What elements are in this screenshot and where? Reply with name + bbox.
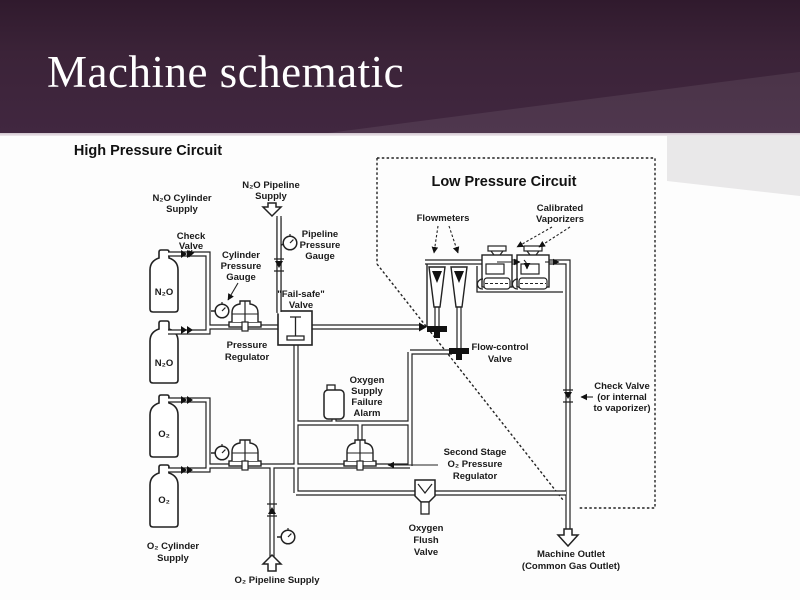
low-pressure-title: Low Pressure Circuit	[431, 174, 576, 190]
label-pipeline-pressure-gauge: Pipeline	[302, 229, 338, 240]
n2o-pipeline-pressure-gauge	[282, 233, 298, 251]
vaporizers-assembly	[476, 245, 563, 293]
check-valve-o2-cyl-1	[181, 396, 193, 404]
label-n2o-cylinder-supply-2: Supply	[166, 204, 198, 215]
label-oxygen-failure-alarm-2: Supply	[351, 386, 383, 397]
flowmeter-float-2	[454, 271, 464, 283]
check-valve-n2o-cyl-2	[181, 326, 193, 334]
check-valve-outlet	[563, 389, 573, 403]
o2-pipeline-supply-arrow	[261, 553, 283, 572]
second-stage-o2-regulator	[343, 439, 377, 471]
label-cylinder-pressure-gauge-2: Pressure	[221, 261, 262, 272]
label-calibrated-vaporizers: Calibrated	[537, 203, 584, 214]
label-second-stage-regulator: Second Stage	[444, 447, 507, 458]
label-fail-safe-valve: "Fail-safe"	[277, 289, 325, 300]
oxygen-flush-valve	[414, 479, 436, 515]
label-cylinder-pressure-gauge: Cylinder	[222, 250, 260, 261]
check-valve-n2o-pipeline	[274, 258, 284, 272]
label-n2o-pipeline-supply-2: Supply	[255, 191, 287, 202]
label-pressure-regulator-2: Regulator	[225, 352, 270, 363]
label-second-stage-regulator-2: O₂ Pressure	[448, 459, 503, 470]
label-n2o-pipeline-supply: N₂O Pipeline	[242, 180, 300, 191]
cylinder-label-n2o-1: N₂O	[155, 287, 173, 298]
n2o-inlet-arrow	[419, 322, 427, 332]
label-calibrated-vaporizers-2: Vaporizers	[536, 214, 584, 225]
machine-outlet-arrow	[556, 528, 580, 548]
n2o-pipeline-supply-arrow	[261, 202, 283, 218]
flow-control-valves	[419, 322, 469, 360]
cylinder-label-o2-1: O₂	[158, 429, 170, 440]
label-flow-control-valve-2: Valve	[488, 354, 512, 365]
check-valve-o2-cyl-2	[181, 466, 193, 474]
supply-outlet-arrows	[261, 202, 580, 572]
label-machine-outlet: Machine Outlet	[537, 549, 606, 560]
cylinder-label-n2o-2: N₂O	[155, 358, 173, 369]
label-cylinder-pressure-gauge-3: Gauge	[226, 272, 256, 283]
vaporizer-2	[511, 245, 550, 290]
label-oxygen-failure-alarm-4: Alarm	[354, 408, 381, 419]
slide-title: Machine schematic	[47, 47, 405, 97]
slide-header-band	[0, 0, 800, 133]
vaporizer-1	[476, 245, 513, 290]
label-check-valve-internal-3: to vaporizer)	[593, 403, 650, 414]
flowmeter-tube-1	[428, 266, 446, 308]
label-flowmeters: Flowmeters	[417, 213, 470, 224]
cylinder-label-o2-2: O₂	[158, 495, 170, 506]
o2-pressure-regulator	[228, 439, 262, 471]
n2o-pressure-regulator	[228, 300, 262, 332]
low-pressure-boundary	[376, 157, 656, 509]
label-pipeline-pressure-gauge-3: Gauge	[305, 251, 335, 262]
check-valve-o2-pipeline	[267, 503, 277, 517]
label-check-valve-internal: Check Valve	[594, 381, 649, 392]
label-flow-control-valve: Flow-control	[472, 342, 529, 353]
label-n2o-cylinder-supply: N₂O Cylinder	[152, 193, 211, 204]
label-machine-outlet-2: (Common Gas Outlet)	[522, 561, 620, 572]
label-second-stage-regulator-3: Regulator	[453, 471, 498, 482]
label-o2-cylinder-supply-2: Supply	[157, 553, 189, 564]
label-pressure-regulator: Pressure	[227, 340, 268, 351]
label-oxygen-flush-valve: Oxygen	[409, 523, 444, 534]
diagram-labels: High Pressure Circuit Low Pressure Circu…	[74, 143, 651, 586]
o2-cylinder-1	[149, 394, 179, 458]
label-oxygen-failure-alarm-3: Failure	[351, 397, 382, 408]
header-divider-line	[0, 133, 800, 136]
flowmeters-assembly	[419, 264, 469, 360]
label-check-valve-2: Valve	[179, 241, 203, 252]
flowmeter-float-1	[432, 271, 442, 283]
label-oxygen-failure-alarm: Oxygen	[350, 375, 385, 386]
o2-pipeline-pressure-gauge	[280, 527, 296, 545]
flowmeter-tube-2	[450, 266, 468, 308]
oxygen-failure-alarm	[323, 384, 345, 420]
n2o-cylinder-1	[149, 249, 179, 313]
pressure-gauges	[211, 233, 298, 545]
label-pointers	[188, 225, 593, 469]
o2-cylinder-pressure-gauge	[214, 443, 230, 461]
label-pipeline-pressure-gauge-2: Pressure	[300, 240, 341, 251]
high-pressure-title: High Pressure Circuit	[74, 143, 222, 159]
label-o2-cylinder-supply: O₂ Cylinder	[147, 541, 200, 552]
label-oxygen-flush-valve-2: Flush	[413, 535, 439, 546]
label-oxygen-flush-valve-3: Valve	[414, 547, 438, 558]
label-fail-safe-valve-2: Valve	[289, 300, 313, 311]
label-check-valve-internal-2: (or internal	[597, 392, 647, 403]
n2o-cylinder-pressure-gauge	[214, 301, 230, 319]
label-check-valve: Check	[177, 231, 206, 242]
vaporizer-flow-arrows	[497, 258, 560, 270]
label-o2-pipeline-supply: O₂ Pipeline Supply	[235, 575, 321, 586]
